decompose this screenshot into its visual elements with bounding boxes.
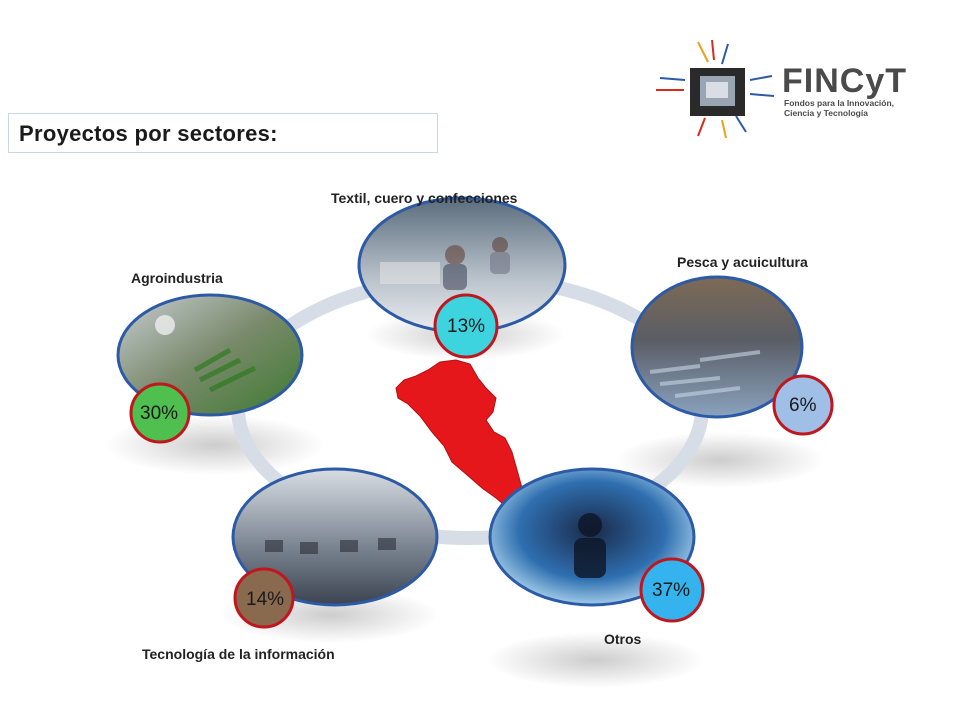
sector-label-tecnologia: Tecnología de la información	[142, 646, 335, 662]
percent-agro: 30%	[140, 403, 179, 424]
percent-otros: 37%	[652, 580, 691, 601]
peru-map-icon	[395, 359, 527, 513]
badge-pesca	[772, 374, 834, 436]
title-box: Proyectos por sectores:	[8, 113, 438, 153]
percent-textil: 13%	[447, 316, 486, 337]
badge-agro	[129, 382, 191, 444]
sector-label-pesca: Pesca y acuicultura	[677, 254, 808, 270]
sector-label-textil: Textil, cuero y confecciones	[331, 190, 518, 206]
logo-subtitle: Fondos para la Innovación, Ciencia y Tec…	[784, 98, 934, 118]
page-title: Proyectos por sectores:	[19, 121, 278, 146]
tecnologia-circle	[231, 467, 439, 607]
otros-circle	[488, 467, 696, 607]
sector-label-agro: Agroindustria	[131, 270, 223, 286]
percent-tecnologia: 14%	[246, 589, 285, 610]
logo-name: FINCyT	[782, 62, 907, 100]
pesca-circle	[630, 275, 804, 419]
fincyt-logo	[656, 40, 775, 139]
percent-pesca: 6%	[789, 395, 817, 416]
badge-otros	[639, 557, 705, 623]
logo-subtitle-line1: Fondos para la Innovación,	[784, 98, 895, 108]
sector-label-otros: Otros	[604, 631, 642, 647]
badge-textil	[433, 293, 499, 359]
logo-subtitle-line2: Ciencia y Tecnología	[784, 108, 868, 118]
badge-tecnologia	[233, 567, 295, 629]
logo-rays-icon	[656, 40, 775, 139]
